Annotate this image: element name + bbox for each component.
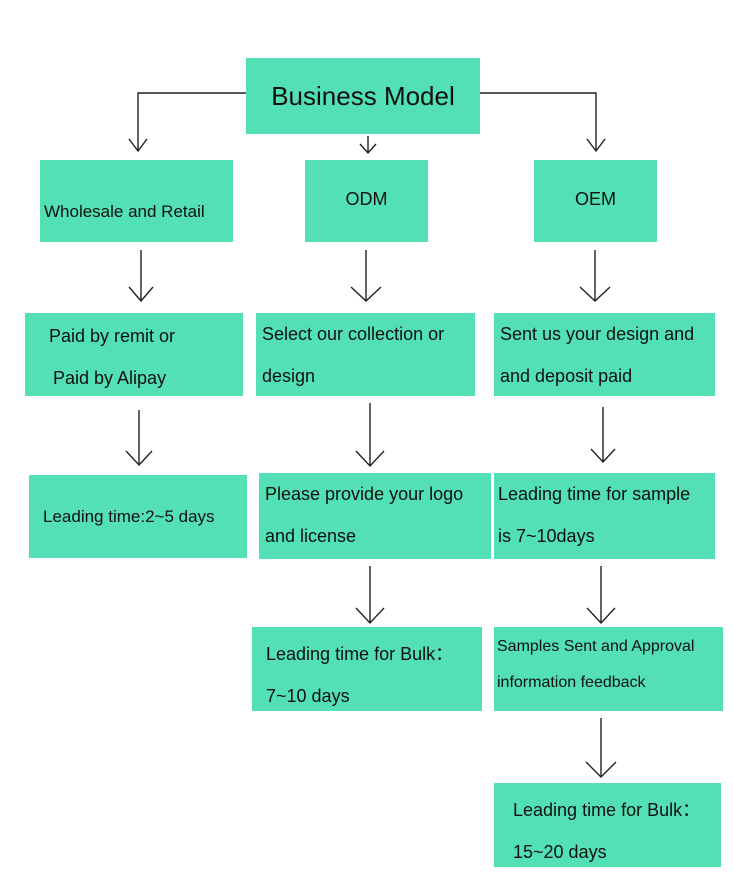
step-line: information feedback — [497, 674, 646, 691]
step-box-provide-logo: Please provide your logo and license — [259, 473, 491, 559]
step-line: is 7~10days — [498, 526, 595, 546]
root-box-business-model: Business Model — [246, 58, 480, 134]
step-line: Paid by remit or — [49, 326, 176, 346]
step-line: Samples Sent and Approval — [497, 638, 695, 655]
step-box-bulk-time-oem: Leading time for Bulk： 15~20 days — [494, 783, 721, 867]
arrowhead — [586, 607, 616, 625]
header-box-oem: OEM — [534, 160, 657, 242]
step-line: 7~10 days — [266, 686, 350, 706]
header-box-wholesale-retail: Wholesale and Retail — [40, 160, 233, 242]
arrowhead — [128, 286, 154, 303]
root-label: Business Model — [271, 81, 455, 111]
step-box-sample-time: Leading time for sample is 7~10days — [494, 473, 715, 559]
step-box-send-design: Sent us your design and and deposit paid — [494, 313, 715, 396]
step-line: Sent us your design and — [500, 324, 695, 344]
step-box-payment: Paid by remit or Paid by Alipay — [25, 313, 243, 396]
step-line: Leading time for Bulk： — [513, 800, 701, 820]
step-line: Leading time for sample — [498, 484, 691, 504]
step-box-samples-approval: Samples Sent and Approval information fe… — [494, 627, 723, 711]
arrowhead — [590, 448, 616, 464]
arrowhead — [586, 138, 606, 153]
arrowhead — [359, 143, 377, 155]
step-line: Leading time:2~5 days — [43, 507, 215, 526]
step-line: and license — [265, 526, 357, 546]
step-box-select-collection: Select our collection or design — [256, 313, 475, 396]
arrowhead — [579, 286, 611, 302]
step-box-leading-time: Leading time:2~5 days — [29, 475, 247, 558]
header-label: ODM — [345, 189, 388, 209]
header-label: OEM — [574, 189, 616, 209]
step-line: Paid by Alipay — [53, 368, 167, 388]
step-line: Select our collection or — [262, 324, 445, 344]
step-line: 15~20 days — [513, 842, 607, 862]
arrowhead — [125, 450, 153, 467]
connector-root-right — [480, 92, 597, 150]
arrowhead — [350, 286, 382, 302]
step-line: and deposit paid — [500, 366, 633, 386]
connector-root-left — [137, 92, 246, 150]
step-box-bulk-time-odm: Leading time for Bulk： 7~10 days — [252, 627, 482, 711]
arrowhead — [128, 138, 148, 153]
step-line: Please provide your logo — [265, 484, 464, 504]
arrowhead — [585, 761, 617, 778]
header-label: Wholesale and Retail — [44, 202, 205, 221]
header-box-odm: ODM — [305, 160, 428, 242]
arrowhead — [355, 450, 385, 468]
step-line: design — [262, 366, 316, 386]
arrowhead — [355, 607, 385, 625]
step-line: Leading time for Bulk： — [266, 644, 454, 664]
